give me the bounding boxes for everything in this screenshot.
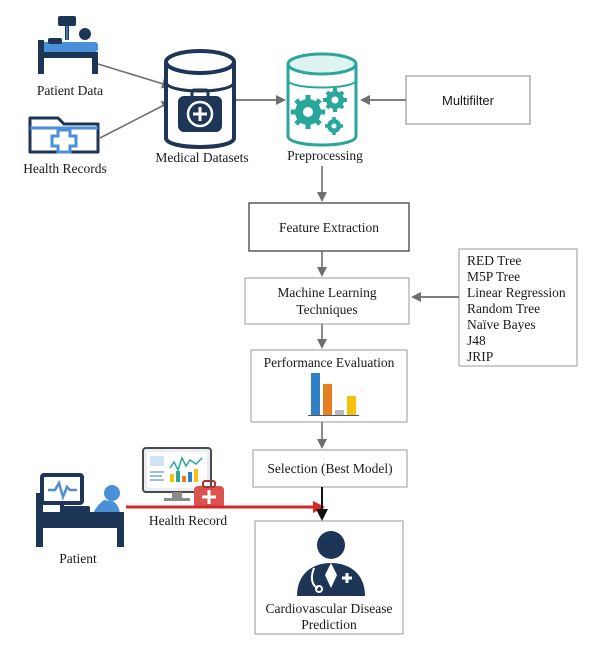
performance-evaluation-label: Performance Evaluation <box>264 355 395 370</box>
algorithms-box <box>458 248 578 367</box>
arrow-patient-to-datasets <box>97 63 172 89</box>
multifilter-label: Multifilter <box>442 93 495 108</box>
algorithm-item: RED Tree <box>467 253 521 268</box>
ml-techniques-box <box>244 277 410 325</box>
algorithm-item: J48 <box>467 333 486 348</box>
health-records-label: Health Records <box>23 161 107 176</box>
medical-database-icon <box>164 49 236 149</box>
patient-monitor-bed-icon <box>36 473 124 547</box>
patient-data-label: Patient Data <box>37 83 103 98</box>
algorithm-item: Linear Regression <box>467 285 566 300</box>
arrow-records-to-datasets <box>99 101 172 139</box>
health-record-computer-icon <box>142 447 224 508</box>
prediction-label-line1: Cardiovascular Disease <box>265 601 392 616</box>
algorithm-item: Naïve Bayes <box>467 317 536 332</box>
health-record-label: Health Record <box>149 513 228 528</box>
patient-bed-icon <box>38 16 98 74</box>
ml-techniques-label-line2: Techniques <box>296 302 357 317</box>
algorithm-item: JRIP <box>467 349 493 364</box>
algorithms-list: RED Tree M5P Tree Linear Regression Rand… <box>467 253 566 364</box>
feature-extraction-label: Feature Extraction <box>279 220 379 235</box>
ml-techniques-label-line1: Machine Learning <box>277 285 377 300</box>
selection-label: Selection (Best Model) <box>267 461 392 476</box>
health-records-folder-icon <box>28 116 100 154</box>
prediction-label-line2: Prediction <box>301 617 357 632</box>
selection-box <box>252 449 408 488</box>
feature-extraction-box <box>248 202 410 252</box>
patient-label: Patient <box>59 551 97 566</box>
algorithm-item: M5P Tree <box>467 269 520 284</box>
doctor-icon <box>297 531 365 596</box>
preprocessing-label: Preprocessing <box>287 148 363 163</box>
preprocessing-database-gears-icon <box>286 52 358 147</box>
algorithm-item: Random Tree <box>467 301 540 316</box>
bar-chart-icon <box>308 373 359 416</box>
medical-datasets-label: Medical Datasets <box>155 150 248 165</box>
multifilter-box <box>405 75 531 125</box>
